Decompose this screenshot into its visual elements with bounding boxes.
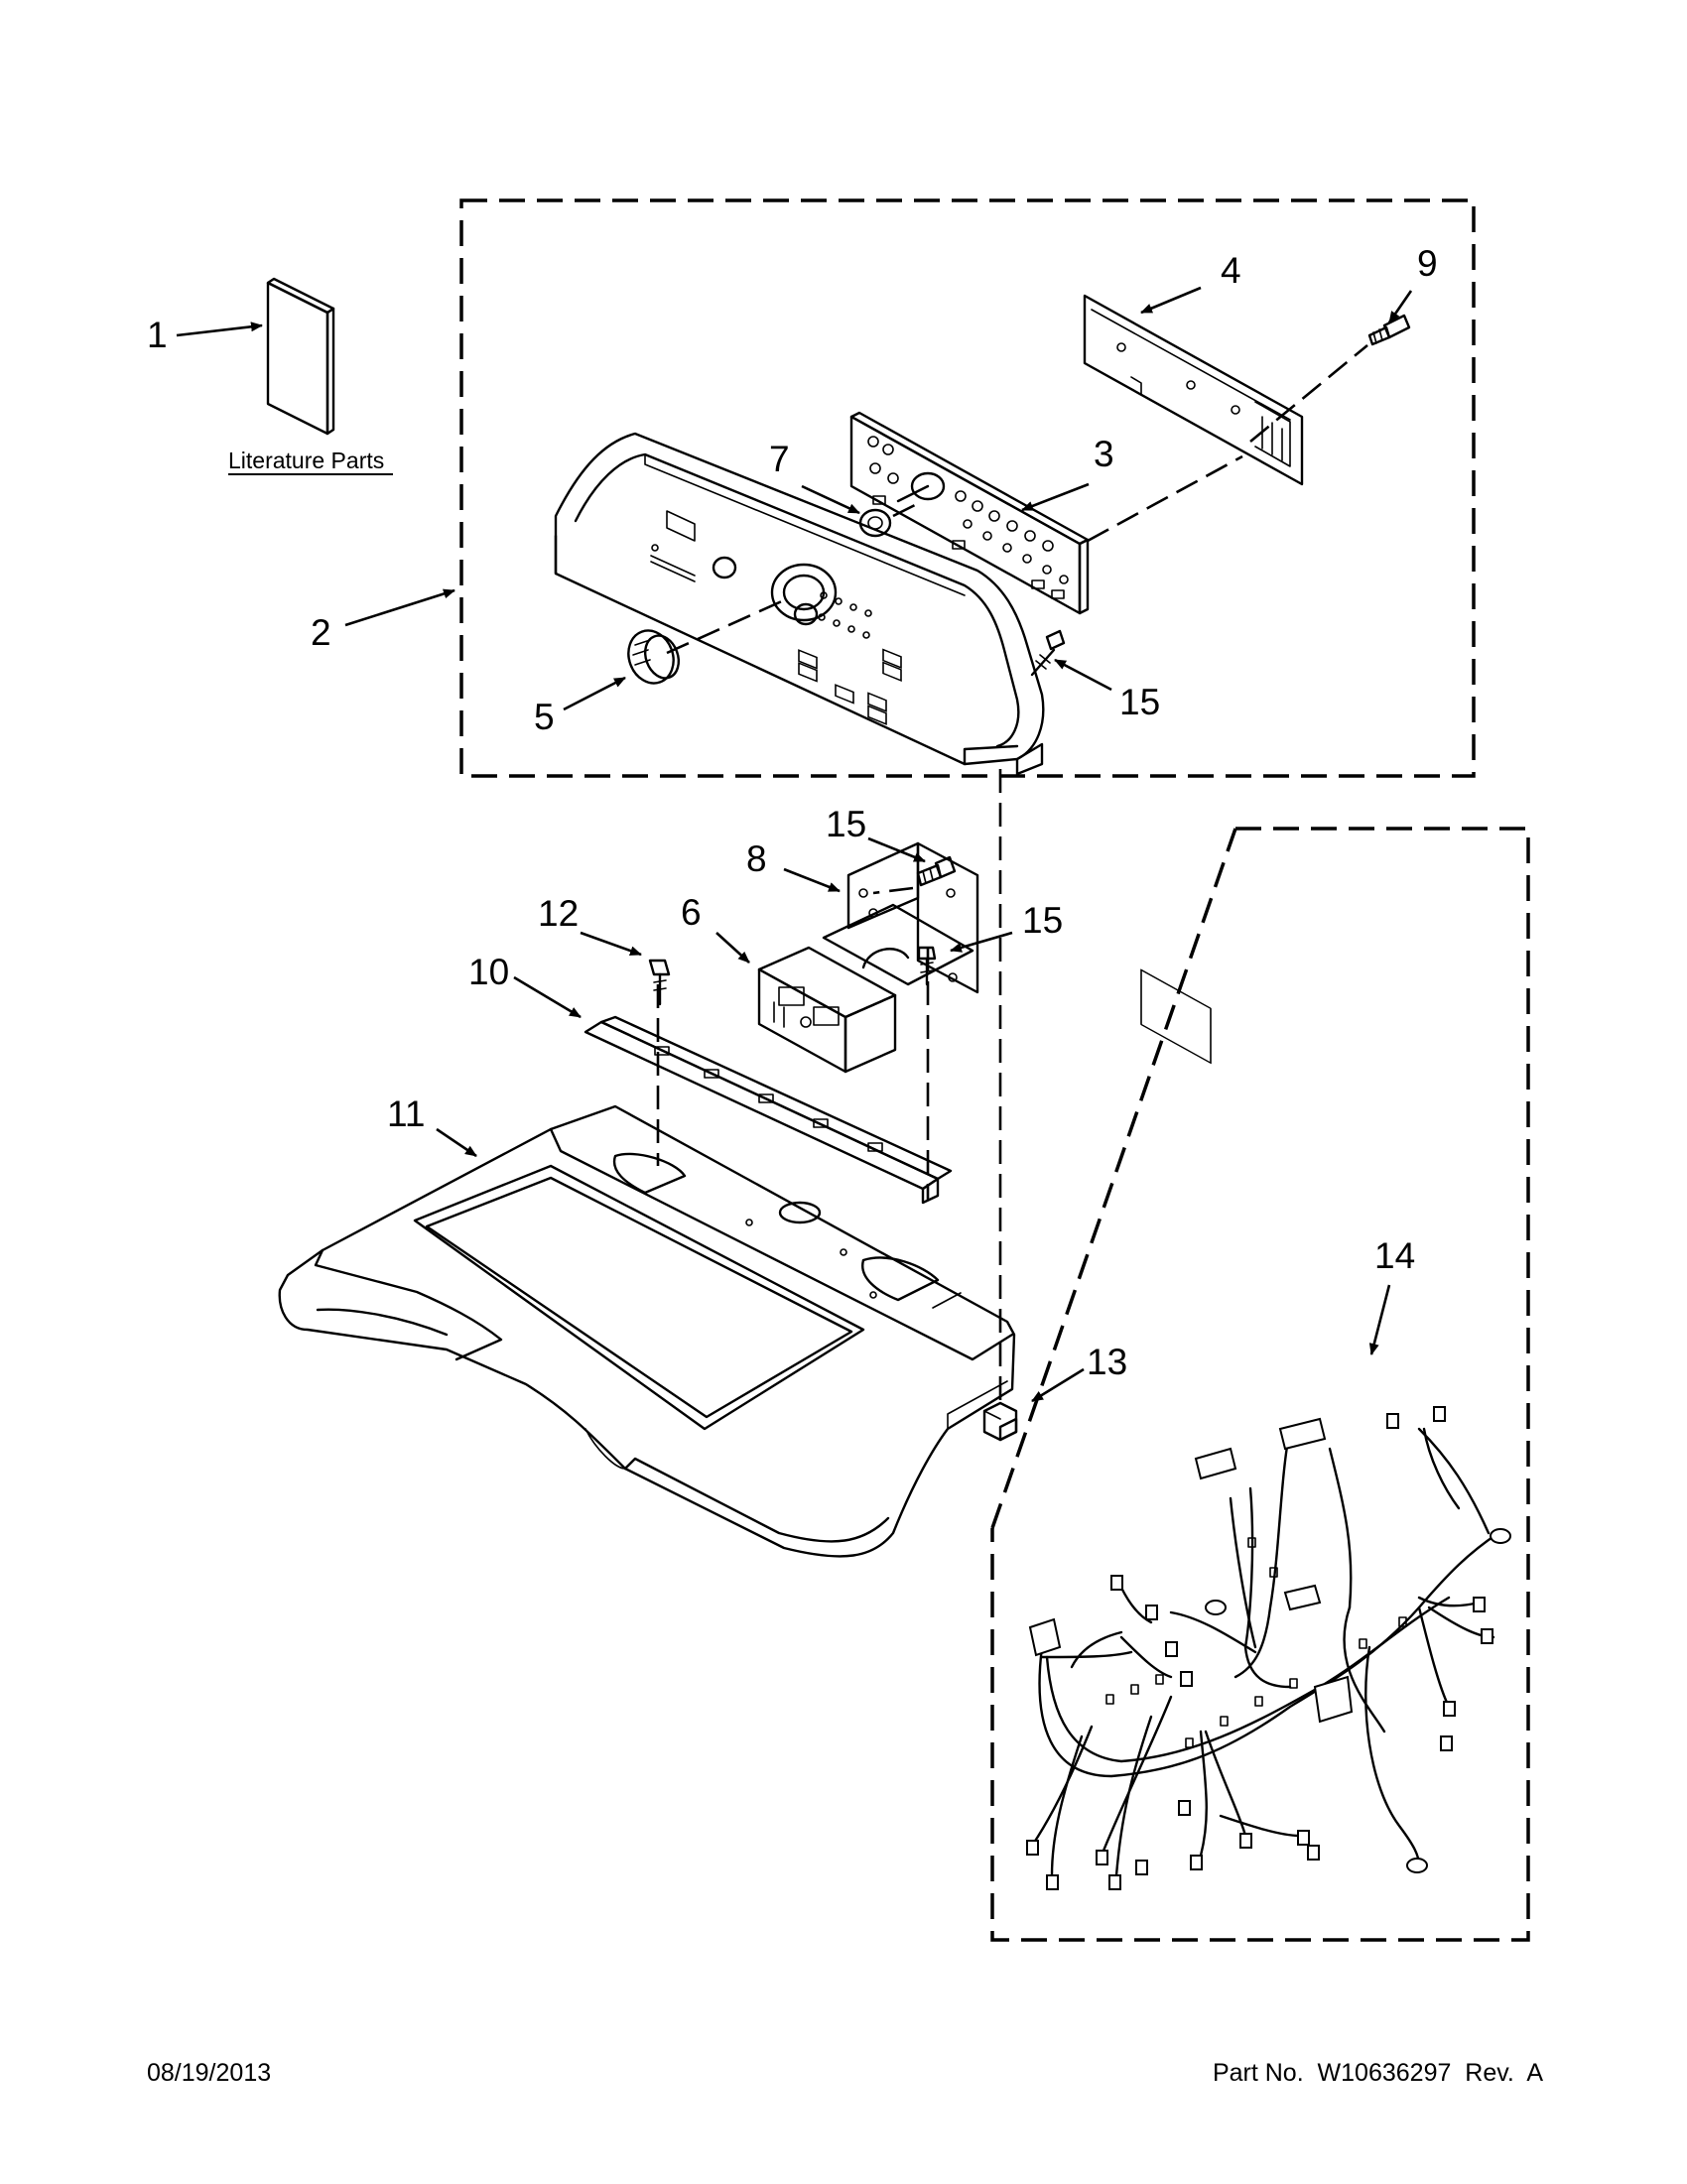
centerline-bushing bbox=[892, 499, 924, 518]
callout-2: 2 bbox=[311, 612, 331, 653]
centerline-screw9 bbox=[1249, 343, 1368, 444]
harness-group-box-diagonal bbox=[990, 828, 1237, 1529]
console-group-box bbox=[459, 198, 1476, 778]
callout-12: 12 bbox=[538, 893, 579, 934]
callout-15-console: 15 bbox=[1119, 682, 1160, 722]
control-module bbox=[757, 946, 897, 1074]
callout-6: 6 bbox=[681, 892, 702, 933]
wire-harness bbox=[1026, 1406, 1511, 1890]
callout-15-bracket-top: 15 bbox=[826, 804, 866, 844]
callout-3: 3 bbox=[1094, 434, 1114, 474]
centerline-board-panel bbox=[1087, 454, 1243, 543]
callout-4: 4 bbox=[1221, 250, 1241, 291]
literature-book-icon bbox=[266, 277, 335, 436]
screw-15-bracket-side bbox=[917, 946, 937, 986]
control-board bbox=[849, 411, 1090, 615]
top-panel bbox=[278, 1104, 1016, 1558]
knob bbox=[627, 629, 681, 685]
callout-13: 13 bbox=[1087, 1342, 1127, 1382]
footer-date: 08/19/2013 bbox=[147, 2059, 271, 2087]
leader-arrows bbox=[176, 286, 1413, 1403]
foot-13 bbox=[982, 1401, 1018, 1442]
footer-part-number: Part No. W10636297 Rev. A bbox=[1213, 2059, 1543, 2087]
console-housing bbox=[554, 432, 1045, 776]
centerline-screw15-bracket bbox=[872, 886, 914, 895]
centerline-knob bbox=[666, 598, 785, 655]
callout-10: 10 bbox=[468, 952, 509, 992]
callout-8: 8 bbox=[746, 838, 767, 879]
callout-5: 5 bbox=[534, 697, 555, 737]
callout-15-bracket-side: 15 bbox=[1022, 900, 1063, 941]
screw-12 bbox=[648, 959, 671, 1006]
knob-bushing bbox=[858, 508, 892, 538]
screw-15-console bbox=[1030, 629, 1066, 677]
callout-7: 7 bbox=[769, 439, 790, 479]
callout-11: 11 bbox=[387, 1093, 425, 1134]
console-brace bbox=[584, 1015, 953, 1205]
callout-1: 1 bbox=[147, 315, 168, 355]
harness-group-box bbox=[990, 827, 1530, 1942]
callout-14: 14 bbox=[1374, 1235, 1415, 1276]
callout-9: 9 bbox=[1417, 243, 1438, 284]
screw-15-bracket-top bbox=[916, 855, 957, 887]
literature-parts-label: Literature Parts bbox=[228, 448, 384, 473]
console-back-panel bbox=[1083, 294, 1304, 1065]
mounting-bracket bbox=[822, 841, 979, 994]
screw-9 bbox=[1367, 314, 1411, 346]
